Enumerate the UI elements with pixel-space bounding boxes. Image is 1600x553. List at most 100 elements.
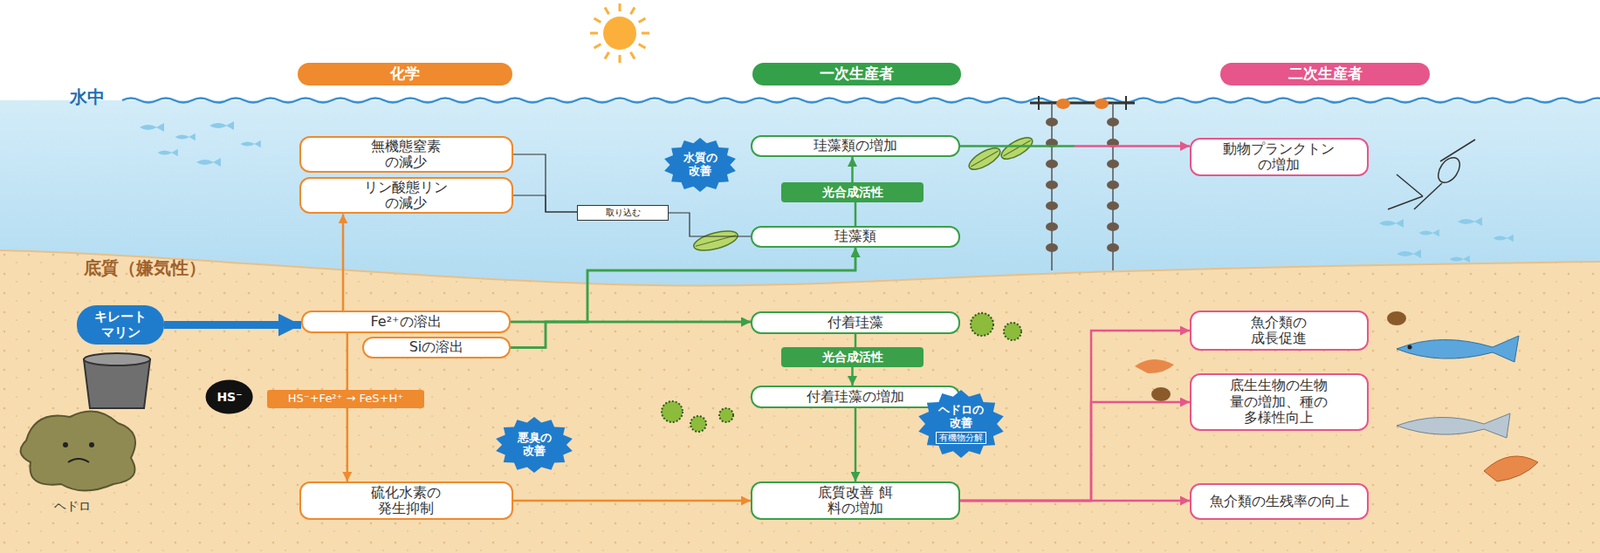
- activity-bar: 光合成活性: [781, 182, 924, 202]
- oyster: [1045, 180, 1058, 190]
- water-surface: [122, 98, 1600, 104]
- node-text: 付着珪藻の増加: [806, 389, 905, 406]
- connector-arrow: [513, 500, 751, 503]
- process-box: 底質改善 餌料の増加: [750, 481, 961, 521]
- node-text: 化学: [390, 65, 420, 83]
- connector-arrow: [851, 157, 854, 184]
- oyster: [1045, 222, 1058, 232]
- activity-bar: 光合成活性: [781, 347, 924, 367]
- effect-starburst: 水質の改善: [663, 137, 737, 193]
- oyster: [1106, 222, 1120, 232]
- node-text: 付着珪藻: [827, 315, 884, 331]
- process-box: 付着珪藻: [750, 311, 961, 335]
- hedoro: [20, 411, 136, 491]
- node-text: リン酸態リンの減少: [361, 179, 451, 213]
- node-text: キレートマリン: [91, 309, 150, 341]
- node-text: Fe²⁺の溶出: [370, 314, 441, 330]
- sun-ray: [631, 7, 636, 15]
- process-box: 珪藻類の増加: [750, 135, 961, 158]
- node-text: 底生生物の生物量の増加、種の多様性向上: [1227, 377, 1331, 426]
- node-text: 魚介類の成長促進: [1248, 315, 1310, 348]
- oyster: [1106, 180, 1120, 190]
- sediment-surface: [0, 250, 1600, 286]
- marine-life: [1134, 311, 1539, 482]
- node-text: 魚介類の生残率の向上: [1209, 494, 1350, 510]
- process-box: 魚介類の成長促進: [1189, 310, 1369, 351]
- reaction-bar: HS⁻+Fe²⁺ → FeS+H⁺: [267, 390, 425, 409]
- connector-arrow: [164, 321, 302, 330]
- sun-ray: [638, 44, 646, 49]
- zooplankton: [1387, 139, 1476, 210]
- oyster: [1045, 117, 1058, 127]
- process-box: Siの溶出: [362, 336, 511, 359]
- sun-ray: [618, 54, 622, 63]
- sun-ray: [594, 18, 602, 23]
- sun-ray: [641, 32, 650, 35]
- sun: [590, 3, 650, 63]
- connector-arrow: [854, 202, 858, 227]
- node-text: 硫化水素の発生抑制: [368, 485, 444, 518]
- oyster: [1106, 243, 1120, 253]
- node-text: 水質の改善: [680, 151, 720, 179]
- oyster: [1106, 201, 1120, 211]
- node-text: 無機態窒素の減少: [368, 138, 444, 172]
- attached-diatom-cell: [970, 313, 994, 337]
- category-header: 化学: [297, 62, 513, 86]
- connector-arrow: [851, 367, 854, 387]
- sun-ray: [604, 7, 610, 15]
- sun-ray: [631, 52, 636, 60]
- figure-label: ヘドロ: [54, 499, 91, 516]
- attached-diatom-cell: [719, 408, 734, 423]
- process-box: Fe²⁺の溶出: [301, 310, 511, 334]
- node-text: HS⁻+Fe²⁺ → FeS+H⁺: [288, 392, 404, 406]
- effect-starburst: ヘドロの改善有機物分解: [917, 390, 1005, 459]
- node-text: HS⁻: [216, 390, 242, 405]
- attached-diatom-cell: [690, 416, 707, 433]
- area-label: 底質（嫌気性）: [83, 256, 207, 281]
- attached-diatom-cell: [1003, 322, 1022, 341]
- node-text: 光合成活性: [822, 350, 884, 364]
- oyster-raft: [1030, 96, 1135, 271]
- connector-arrow: [960, 500, 1190, 503]
- node-text: 光合成活性: [822, 185, 884, 200]
- sun-ray: [590, 32, 598, 35]
- small-tag: 取り込む: [576, 205, 669, 221]
- product-badge: キレートマリン: [76, 305, 165, 345]
- node-text: Siの溶出: [409, 339, 465, 356]
- connector-arrow: [513, 154, 577, 213]
- node-text: 二次生産者: [1288, 65, 1363, 83]
- oyster: [1106, 117, 1120, 127]
- chelate-bucket: [83, 353, 151, 409]
- fish-school: [139, 121, 1514, 263]
- connector-arrow: [854, 334, 858, 349]
- oyster: [1045, 159, 1058, 169]
- ion-circle: HS⁻: [205, 379, 254, 415]
- attached-diatom-cell: [661, 401, 683, 423]
- node-text: 珪藻類: [834, 228, 877, 245]
- connector-arrow: [960, 144, 1190, 148]
- process-box: 底生生物の生物量の増加、種の多様性向上: [1189, 373, 1369, 432]
- process-box: リン酸態リンの減少: [299, 177, 514, 215]
- effect-starburst: 悪臭の改善: [494, 417, 574, 474]
- node-text: 動物プランクトンの増加: [1220, 141, 1338, 174]
- sun-ray: [618, 3, 622, 12]
- node-text: 取り込む: [605, 207, 641, 219]
- oyster: [1106, 159, 1120, 169]
- sediment: [0, 250, 1600, 553]
- node-text: 珪藻類の増加: [813, 137, 898, 154]
- node-text: 一次生産者: [819, 65, 894, 83]
- node-text: 悪臭の改善: [515, 432, 554, 459]
- node-text: 底質改善 餌料の増加: [817, 485, 893, 518]
- sun-ray: [604, 52, 610, 60]
- process-box: 珪藻類: [750, 226, 961, 248]
- category-header: 一次生産者: [752, 62, 962, 86]
- category-header: 二次生産者: [1220, 62, 1430, 86]
- area-label: 水中: [69, 85, 105, 110]
- process-box: 無機態窒素の減少: [299, 136, 514, 174]
- connector-arrow: [668, 212, 751, 237]
- sun-ray: [638, 18, 646, 23]
- oyster: [1045, 201, 1058, 211]
- process-box: 動物プランクトンの増加: [1189, 137, 1369, 177]
- connector-arrow: [342, 213, 345, 311]
